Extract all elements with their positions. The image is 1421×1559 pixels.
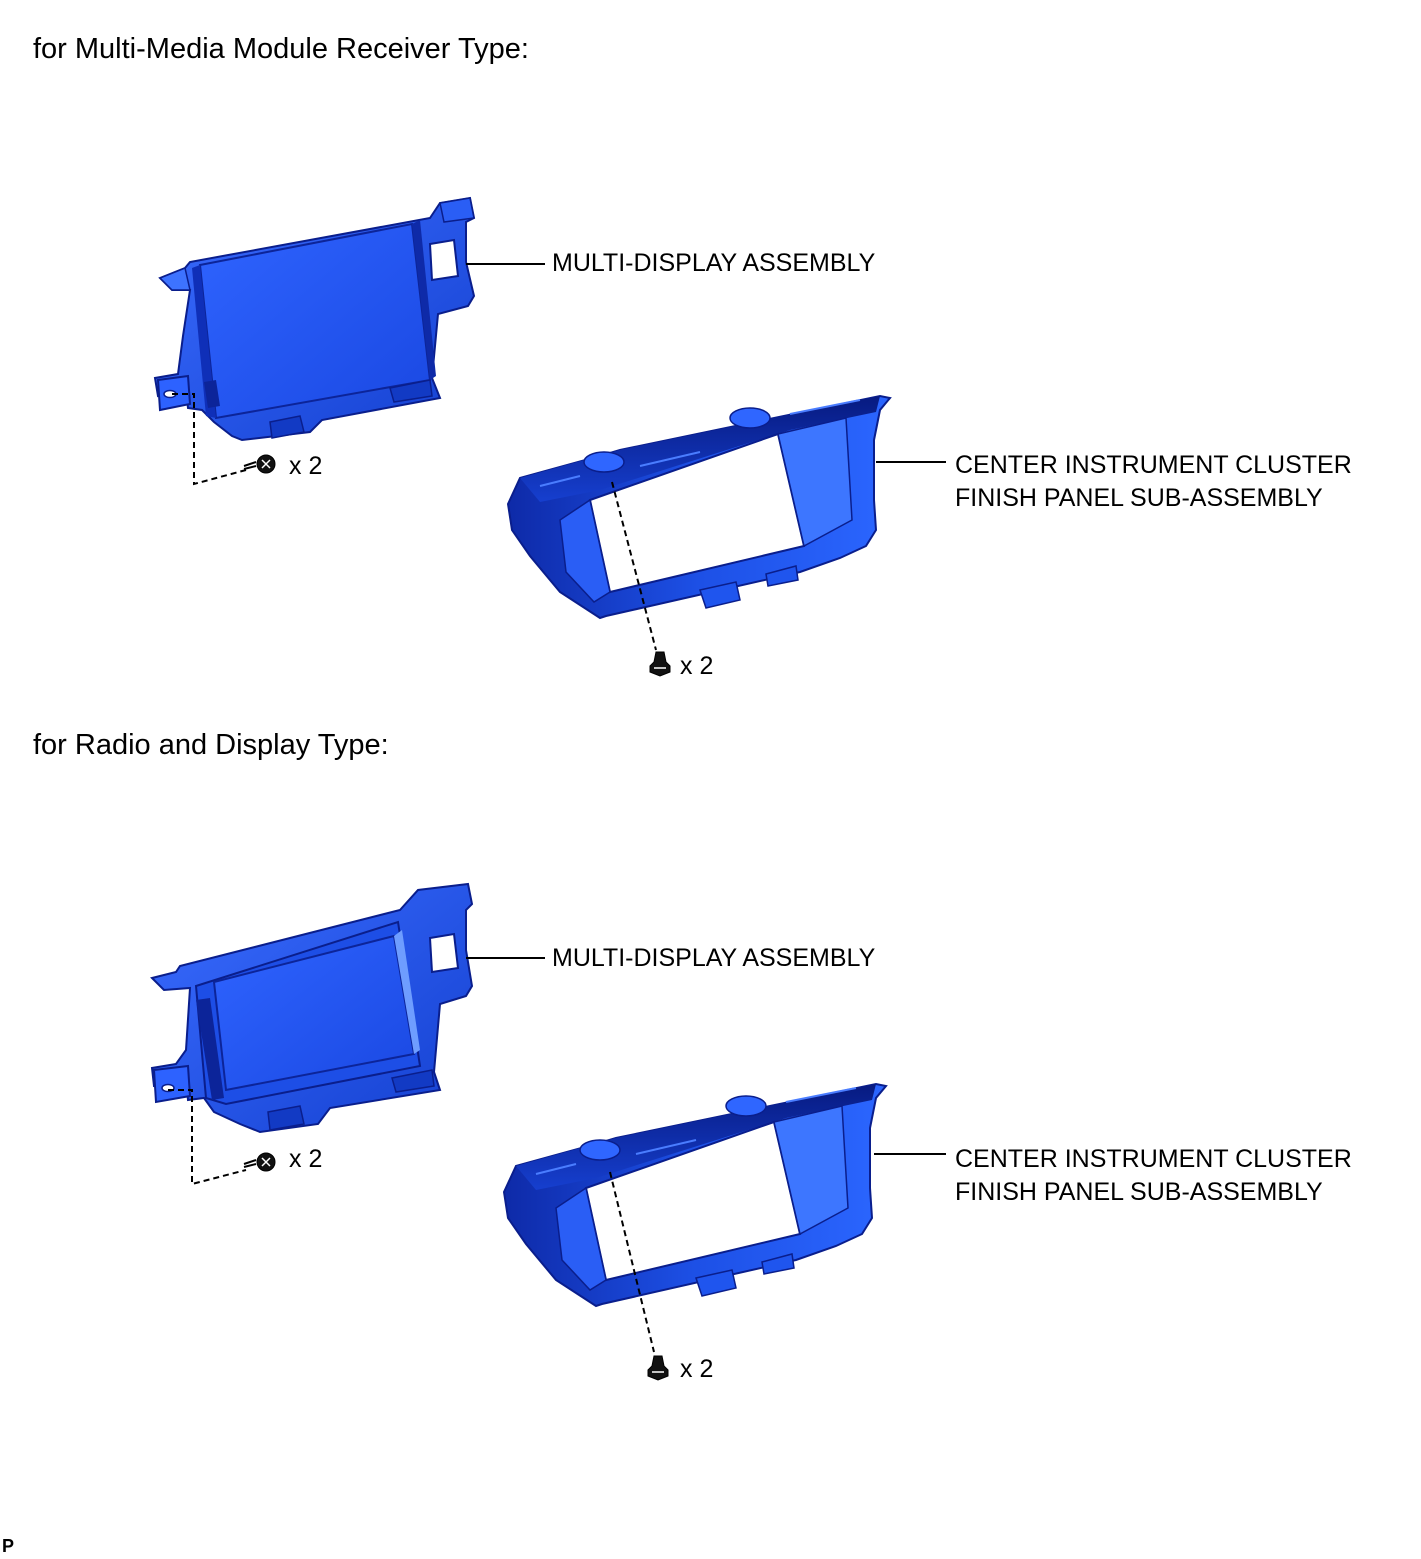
section-1-heading: for Multi-Media Module Receiver Type: xyxy=(33,33,529,65)
section-2-screw-quantity: x 2 xyxy=(289,1145,323,1173)
section-1-screw-icon xyxy=(243,454,276,474)
section-1-clip-quantity: x 2 xyxy=(680,652,714,680)
section-1-panel-label-line2: FINISH PANEL SUB-ASSEMBLY xyxy=(955,484,1323,512)
section-2-clip-quantity: x 2 xyxy=(680,1355,714,1383)
section-2-multi-display-assembly xyxy=(151,883,473,1133)
section-2-heading: for Radio and Display Type: xyxy=(33,729,389,761)
section-2-panel-label-line2: FINISH PANEL SUB-ASSEMBLY xyxy=(955,1178,1323,1206)
section-2-finish-panel xyxy=(503,1083,887,1307)
section-2-leader-lines xyxy=(466,957,946,1155)
corner-mark: P xyxy=(2,1536,15,1556)
section-1-dashed-paths xyxy=(172,393,657,651)
section-1-screw-quantity: x 2 xyxy=(289,452,323,480)
section-1-finish-panel xyxy=(507,395,891,619)
section-2-screw-icon xyxy=(243,1152,276,1172)
section-1-clip-icon xyxy=(649,651,671,677)
section-2-dashed-paths xyxy=(168,1089,655,1353)
section-1-multi-display-label: MULTI-DISPLAY ASSEMBLY xyxy=(552,249,876,277)
section-2-panel-label-line1: CENTER INSTRUMENT CLUSTER xyxy=(955,1145,1352,1173)
section-1-multi-display-assembly xyxy=(154,197,475,441)
section-1-panel-label-line1: CENTER INSTRUMENT CLUSTER xyxy=(955,451,1352,479)
section-1-leader-lines xyxy=(466,263,946,463)
section-2-clip-icon xyxy=(647,1355,669,1381)
section-2-multi-display-label: MULTI-DISPLAY ASSEMBLY xyxy=(552,944,876,972)
